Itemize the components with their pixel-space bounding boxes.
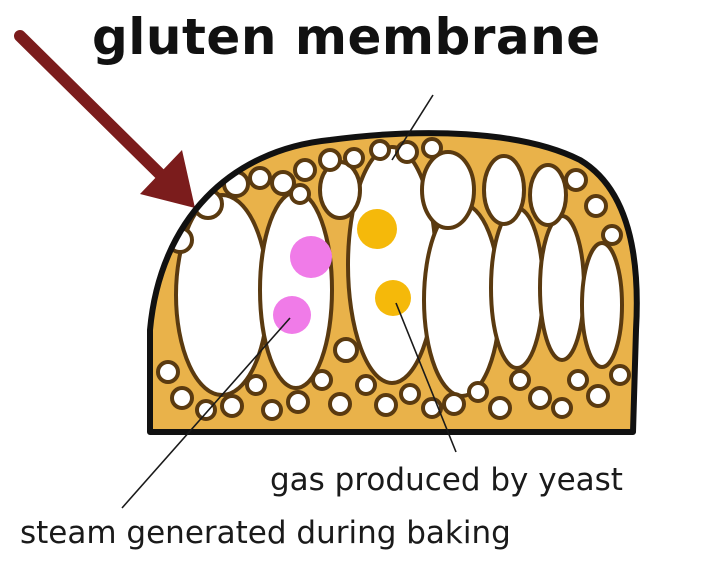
gas-label: gas produced by yeast [270, 462, 623, 498]
steam-label: steam generated during baking [20, 515, 511, 551]
diagram-title: gluten membrane [92, 8, 601, 66]
